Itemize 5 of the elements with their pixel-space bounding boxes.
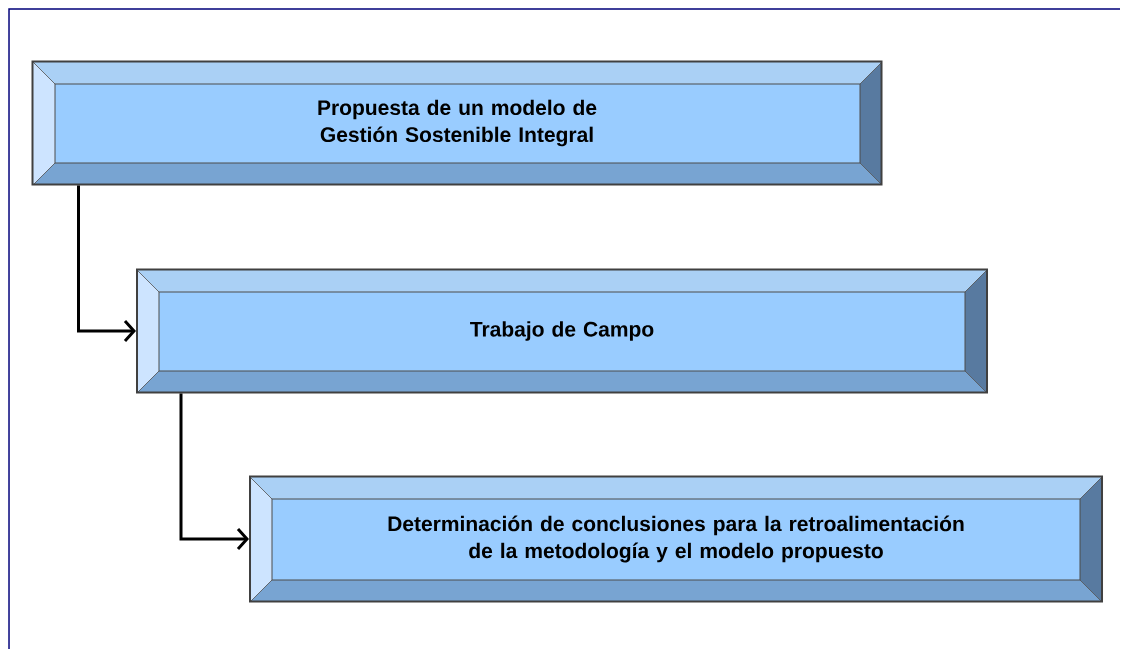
bevel-box: Determinación de conclusiones para la retroalimentación de la metodología y el modelo propuesto [249, 475, 1103, 603]
arrow [77, 185, 136, 342]
bevel-box: Trabajo de Campo [136, 268, 988, 394]
arrow [179, 393, 249, 550]
bevel-box: Propuesta de un modelo de Gestión Sostenible Integral [31, 60, 883, 186]
